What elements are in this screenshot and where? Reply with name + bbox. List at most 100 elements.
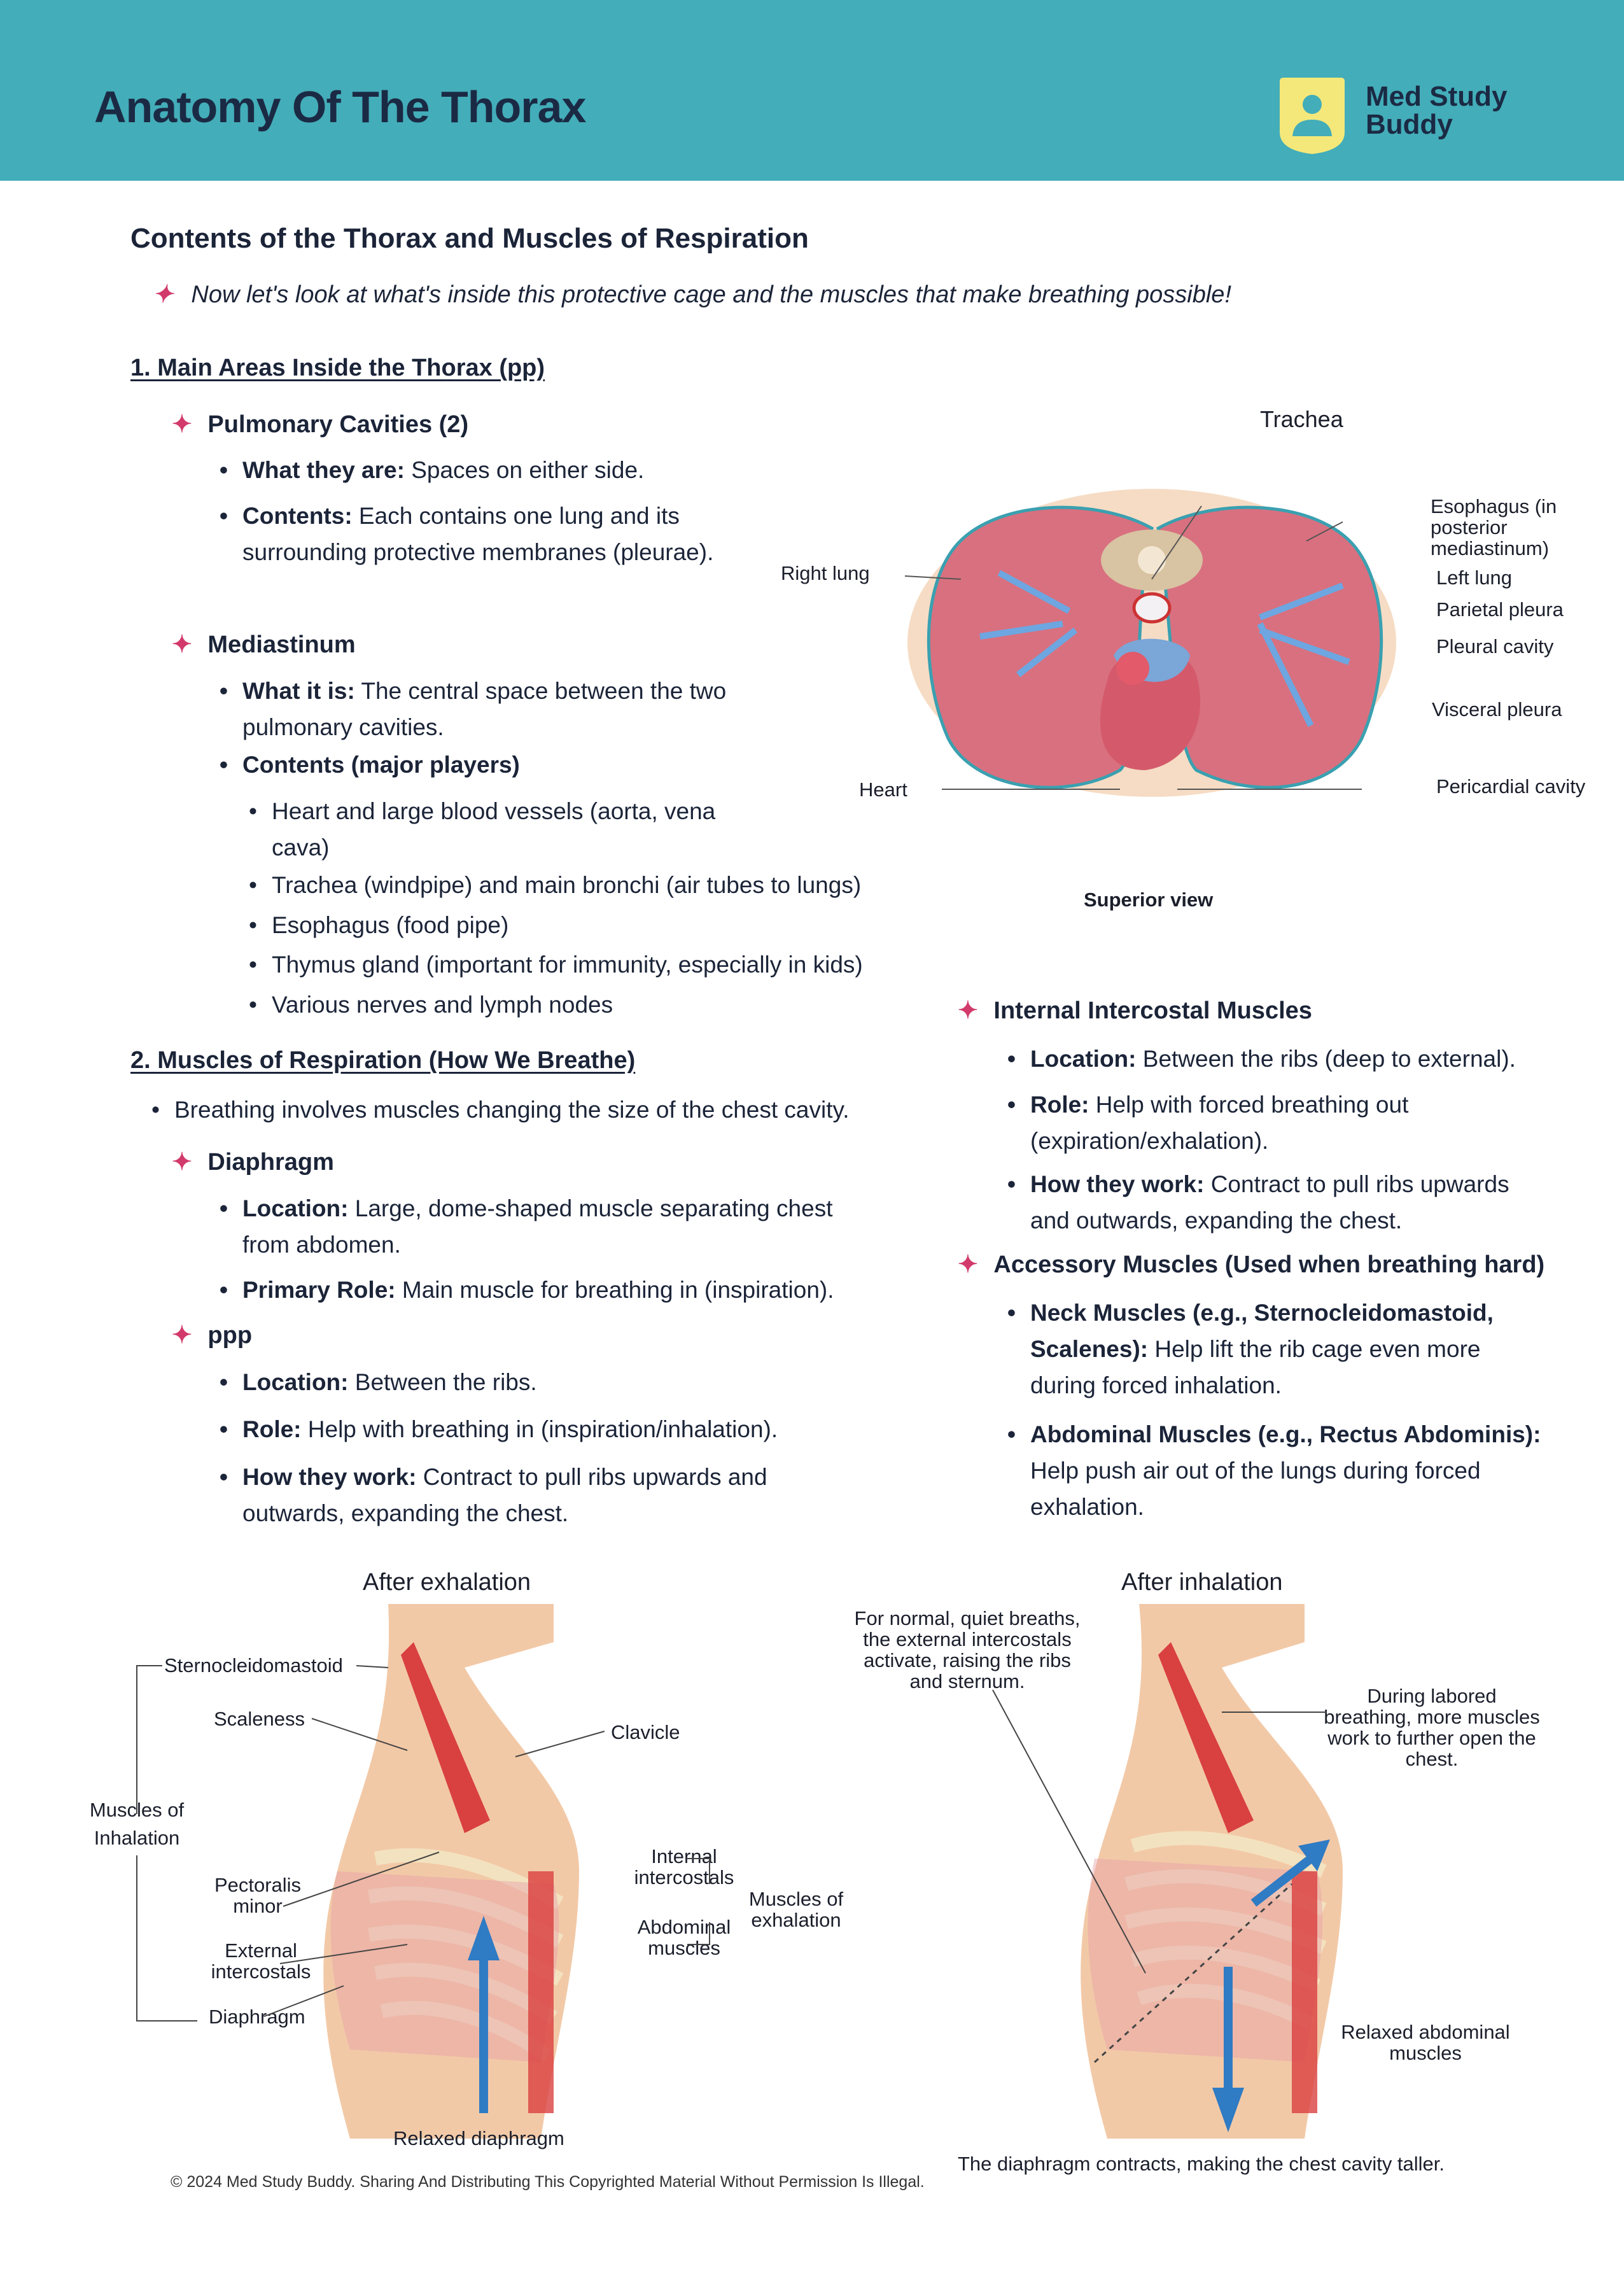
mediastinum-what-text: The central space between the two pulmon… (242, 678, 727, 740)
pulmonary-what-label: What they are: (242, 457, 405, 483)
accessory-abdominal-text: Help push air out of the lungs during fo… (1030, 1458, 1481, 1520)
pulmonary-title-text: Pulmonary Cavities (2) (207, 411, 469, 438)
diaphragm-location-label: Location: (242, 1195, 349, 1221)
label-relaxed-abdominal: Relaxed abdominal muscles (1341, 2021, 1510, 2064)
mediastinum-item: Various nerves and lymph nodes (249, 987, 908, 1023)
internal-location: Location: Between the ribs (deep to exte… (1007, 1041, 1603, 1077)
ppp-location-label: Location: (242, 1369, 349, 1395)
part1-heading: 1. Main Areas Inside the Thorax (pp) (130, 355, 545, 381)
accessory-title-text: Accessory Muscles (Used when breathing h… (993, 1251, 1545, 1278)
label-sternocleidomastoid: Sternocleidomastoid (164, 1654, 343, 1677)
ppp-how: How they work: Contract to pull ribs upw… (220, 1459, 841, 1531)
star-icon: ✦ (172, 411, 192, 438)
star-icon: ✦ (958, 1251, 978, 1278)
section-title: Contents of the Thorax and Muscles of Re… (130, 223, 809, 254)
accessory-title: ✦ Accessory Muscles (Used when breathing… (958, 1250, 1544, 1279)
mediastinum-contents-label: Contents (major players) (242, 752, 520, 778)
accessory-abdominal-label: Abdominal Muscles (e.g., Rectus Abdomini… (1030, 1421, 1541, 1447)
label-pleural-cavity: Pleural cavity (1436, 635, 1554, 657)
label-left-lung: Left lung (1436, 566, 1512, 589)
header-bar: Anatomy Of The Thorax Med Study Buddy (0, 0, 1624, 181)
label-labored-breathing: During labored breathing, more muscles w… (1324, 1685, 1540, 1770)
star-icon: ✦ (172, 1322, 192, 1349)
label-clavicle: Clavicle (611, 1721, 680, 1743)
ppp-title-text: ppp (207, 1322, 253, 1349)
mediastinum-item: Esophagus (food pipe) (249, 907, 908, 943)
inhalation-caption: The diaphragm contracts, making the ches… (958, 2153, 1445, 2175)
ppp-location: Location: Between the ribs. (220, 1364, 866, 1400)
internal-how: How they work: Contract to pull ribs upw… (1007, 1166, 1527, 1239)
internal-role-label: Role: (1030, 1092, 1089, 1118)
mediastinum-what-label: What it is: (242, 678, 355, 704)
diaphragm-role-label: Primary Role: (242, 1277, 396, 1303)
logo-text: Med Study Buddy (1366, 83, 1507, 139)
label-abdominal-muscles: Abdominal muscles (637, 1916, 731, 1959)
mediastinum-item: Thymus gland (important for immunity, es… (249, 946, 908, 983)
internal-how-text: Contract to pull ribs upwards and outwar… (1030, 1171, 1509, 1234)
ppp-role: Role: Help with breathing in (inspiratio… (220, 1411, 892, 1447)
label-parietal-pleura: Parietal pleura (1436, 598, 1564, 621)
inhalation-figure (1081, 1604, 1343, 2139)
document-title: Anatomy Of The Thorax (94, 82, 586, 132)
accessory-abdominal: Abdominal Muscles (e.g., Rectus Abdomini… (1007, 1416, 1552, 1525)
star-icon: ✦ (958, 997, 978, 1024)
label-heart: Heart (859, 778, 907, 801)
label-internal-intercostals: Internal intercostals (634, 1845, 734, 1888)
ppp-role-label: Role: (242, 1416, 302, 1442)
diaphragm-role: Primary Role: Main muscle for breathing … (220, 1272, 892, 1308)
intro-body: Now let's look at what's inside this pro… (191, 281, 1231, 308)
pulmonary-what: What they are: Spaces on either side. (220, 452, 802, 488)
mediastinum-what: What it is: The central space between th… (220, 673, 764, 745)
internal-role-text: Help with forced breathing out (expirati… (1030, 1092, 1409, 1154)
label-right-lung: Right lung (781, 562, 870, 584)
diaphragm-location: Location: Large, dome-shaped muscle sepa… (220, 1190, 866, 1263)
internal-location-label: Location: (1030, 1046, 1137, 1072)
intro-text: ✦ Now let's look at what's inside this p… (153, 280, 1231, 309)
mediastinum-item: Heart and large blood vessels (aorta, ve… (249, 793, 755, 866)
ppp-how-text: Contract to pull ribs upwards and outwar… (242, 1464, 767, 1526)
diaphragm-location-text: Large, dome-shaped muscle separating che… (242, 1195, 833, 1258)
exhalation-figure (323, 1604, 579, 2139)
star-icon: ✦ (153, 281, 173, 308)
label-scaleness: Scaleness (214, 1708, 305, 1730)
diaphragm-title-text: Diaphragm (207, 1149, 334, 1176)
internal-location-text: Between the ribs (deep to external). (1136, 1046, 1516, 1072)
inhalation-title: After inhalation (1121, 1569, 1283, 1596)
accessory-neck: Neck Muscles (e.g., Sternocleidomastoid,… (1007, 1295, 1539, 1403)
exhalation-leader-lines (136, 1665, 710, 2021)
logo-line1: Med Study (1366, 81, 1508, 112)
diaphragm-title: ✦ Diaphragm (172, 1148, 334, 1176)
part2-intro: Breathing involves muscles changing the … (151, 1092, 874, 1128)
logo-line2: Buddy (1366, 109, 1453, 140)
label-relaxed-diaphragm: Relaxed diaphragm (393, 2127, 564, 2149)
label-pericardial-cavity: Pericardial cavity (1436, 775, 1586, 798)
label-normal-breaths: For normal, quiet breaths, the external … (854, 1607, 1081, 1692)
accessory-neck-text: Help lift the rib cage even more during … (1030, 1336, 1481, 1398)
label-trachea: Trachea (1260, 406, 1343, 432)
internal-title: ✦ Internal Intercostal Muscles (958, 996, 1312, 1025)
part2-heading: 2. Muscles of Respiration (How We Breath… (130, 1047, 636, 1074)
diaphragm-role-text: Main muscle for breathing in (inspiratio… (395, 1277, 834, 1303)
star-icon: ✦ (172, 631, 192, 658)
label-diaphragm: Diaphragm (209, 2006, 305, 2028)
pulmonary-what-text: Spaces on either side. (404, 457, 645, 483)
mediastinum-item: Trachea (windpipe) and main bronchi (air… (249, 867, 908, 903)
ppp-how-label: How they work: (242, 1464, 417, 1490)
label-pectoralis-minor: Pectoralis minor (214, 1874, 302, 1917)
label-esophagus: Esophagus (in posterior mediastinum) (1431, 495, 1557, 559)
internal-role: Role: Help with forced breathing out (ex… (1007, 1086, 1488, 1159)
internal-title-text: Internal Intercostal Muscles (993, 997, 1312, 1024)
label-visceral-pleura: Visceral pleura (1432, 698, 1562, 721)
pulmonary-contents-label: Contents: (242, 503, 353, 529)
logo-icon (1280, 78, 1345, 154)
thorax-cross-section-figure (904, 489, 1396, 797)
mediastinum-title-text: Mediastinum (207, 631, 356, 658)
pulmonary-title: ✦ Pulmonary Cavities (2) (172, 410, 468, 439)
pulmonary-contents-text: Each contains one lung and its surroundi… (242, 503, 714, 565)
label-muscles-of-exhalation: Muscles of exhalation (748, 1888, 844, 1931)
mediastinum-contents: Contents (major players) (220, 747, 764, 783)
thorax-caption: Superior view (1084, 889, 1214, 911)
accessory-neck-label: Neck Muscles (e.g., Sternocleidomastoid,… (1030, 1300, 1494, 1362)
pulmonary-contents: Contents: Each contains one lung and its… (220, 498, 726, 570)
ppp-location-text: Between the ribs. (348, 1369, 537, 1395)
